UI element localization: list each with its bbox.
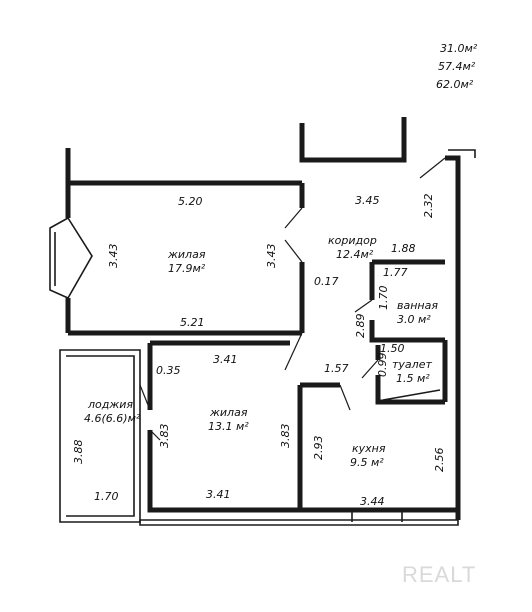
dim-1-88: 1.88: [391, 242, 416, 255]
room-living-small-area: 13.1 м²: [208, 420, 249, 433]
room-living-small-name: жилая: [209, 406, 248, 419]
dim-2-32: 2.32: [422, 194, 435, 219]
room-loggia-name: лоджия: [87, 398, 133, 411]
room-living-big-name: жилая: [167, 248, 206, 261]
room-corridor-area: 12.4м²: [336, 248, 374, 261]
dim-3-43-left: 3.43: [107, 244, 120, 269]
dim-3-88: 3.88: [72, 440, 85, 465]
dim-2-56: 2.56: [433, 448, 446, 473]
room-toilet-area: 1.5 м²: [396, 372, 430, 385]
dim-1-57: 1.57: [324, 362, 349, 375]
walls: [59, 117, 476, 526]
room-loggia-area: 4.6(6.6)м²: [84, 412, 141, 425]
dim-0-99: 0.99: [376, 353, 389, 378]
total-area-1: 31.0м²: [440, 42, 478, 55]
dim-5-21: 5.21: [180, 316, 205, 329]
dim-3-44: 3.44: [360, 495, 385, 508]
dim-1-77: 1.77: [383, 266, 408, 279]
total-area-2: 57.4м²: [438, 60, 476, 73]
room-living-big-area: 17.9м²: [168, 262, 206, 275]
dim-0-17: 0.17: [314, 275, 339, 288]
room-bathroom-name: ванная: [397, 299, 438, 312]
dim-1-50: 1.50: [380, 342, 405, 355]
door-swings: [139, 157, 446, 441]
total-area-3: 62.0м²: [436, 78, 474, 91]
dim-3-83-left: 3.83: [158, 424, 171, 449]
room-toilet-name: туалет: [392, 358, 432, 371]
dim-1-70-bath: 1.70: [377, 286, 390, 311]
room-corridor-name: коридор: [328, 234, 377, 247]
room-kitchen-name: кухня: [352, 442, 386, 455]
room-bathroom-area: 3.0 м²: [397, 313, 431, 326]
dim-3-83-right: 3.83: [279, 424, 292, 449]
dim-3-41-top: 3.41: [213, 353, 238, 366]
dim-3-45: 3.45: [355, 194, 380, 207]
room-kitchen-area: 9.5 м²: [350, 456, 384, 469]
bay-window: [49, 217, 93, 299]
dim-3-43-right: 3.43: [265, 244, 278, 269]
dim-1-70-loggia: 1.70: [94, 490, 119, 503]
dim-2-89: 2.89: [354, 314, 367, 339]
dim-2-93: 2.93: [312, 436, 325, 461]
dim-5-20: 5.20: [178, 195, 203, 208]
dim-3-41-bottom: 3.41: [206, 488, 231, 501]
watermark: REALT: [402, 562, 476, 587]
dim-0-35: 0.35: [156, 364, 181, 377]
